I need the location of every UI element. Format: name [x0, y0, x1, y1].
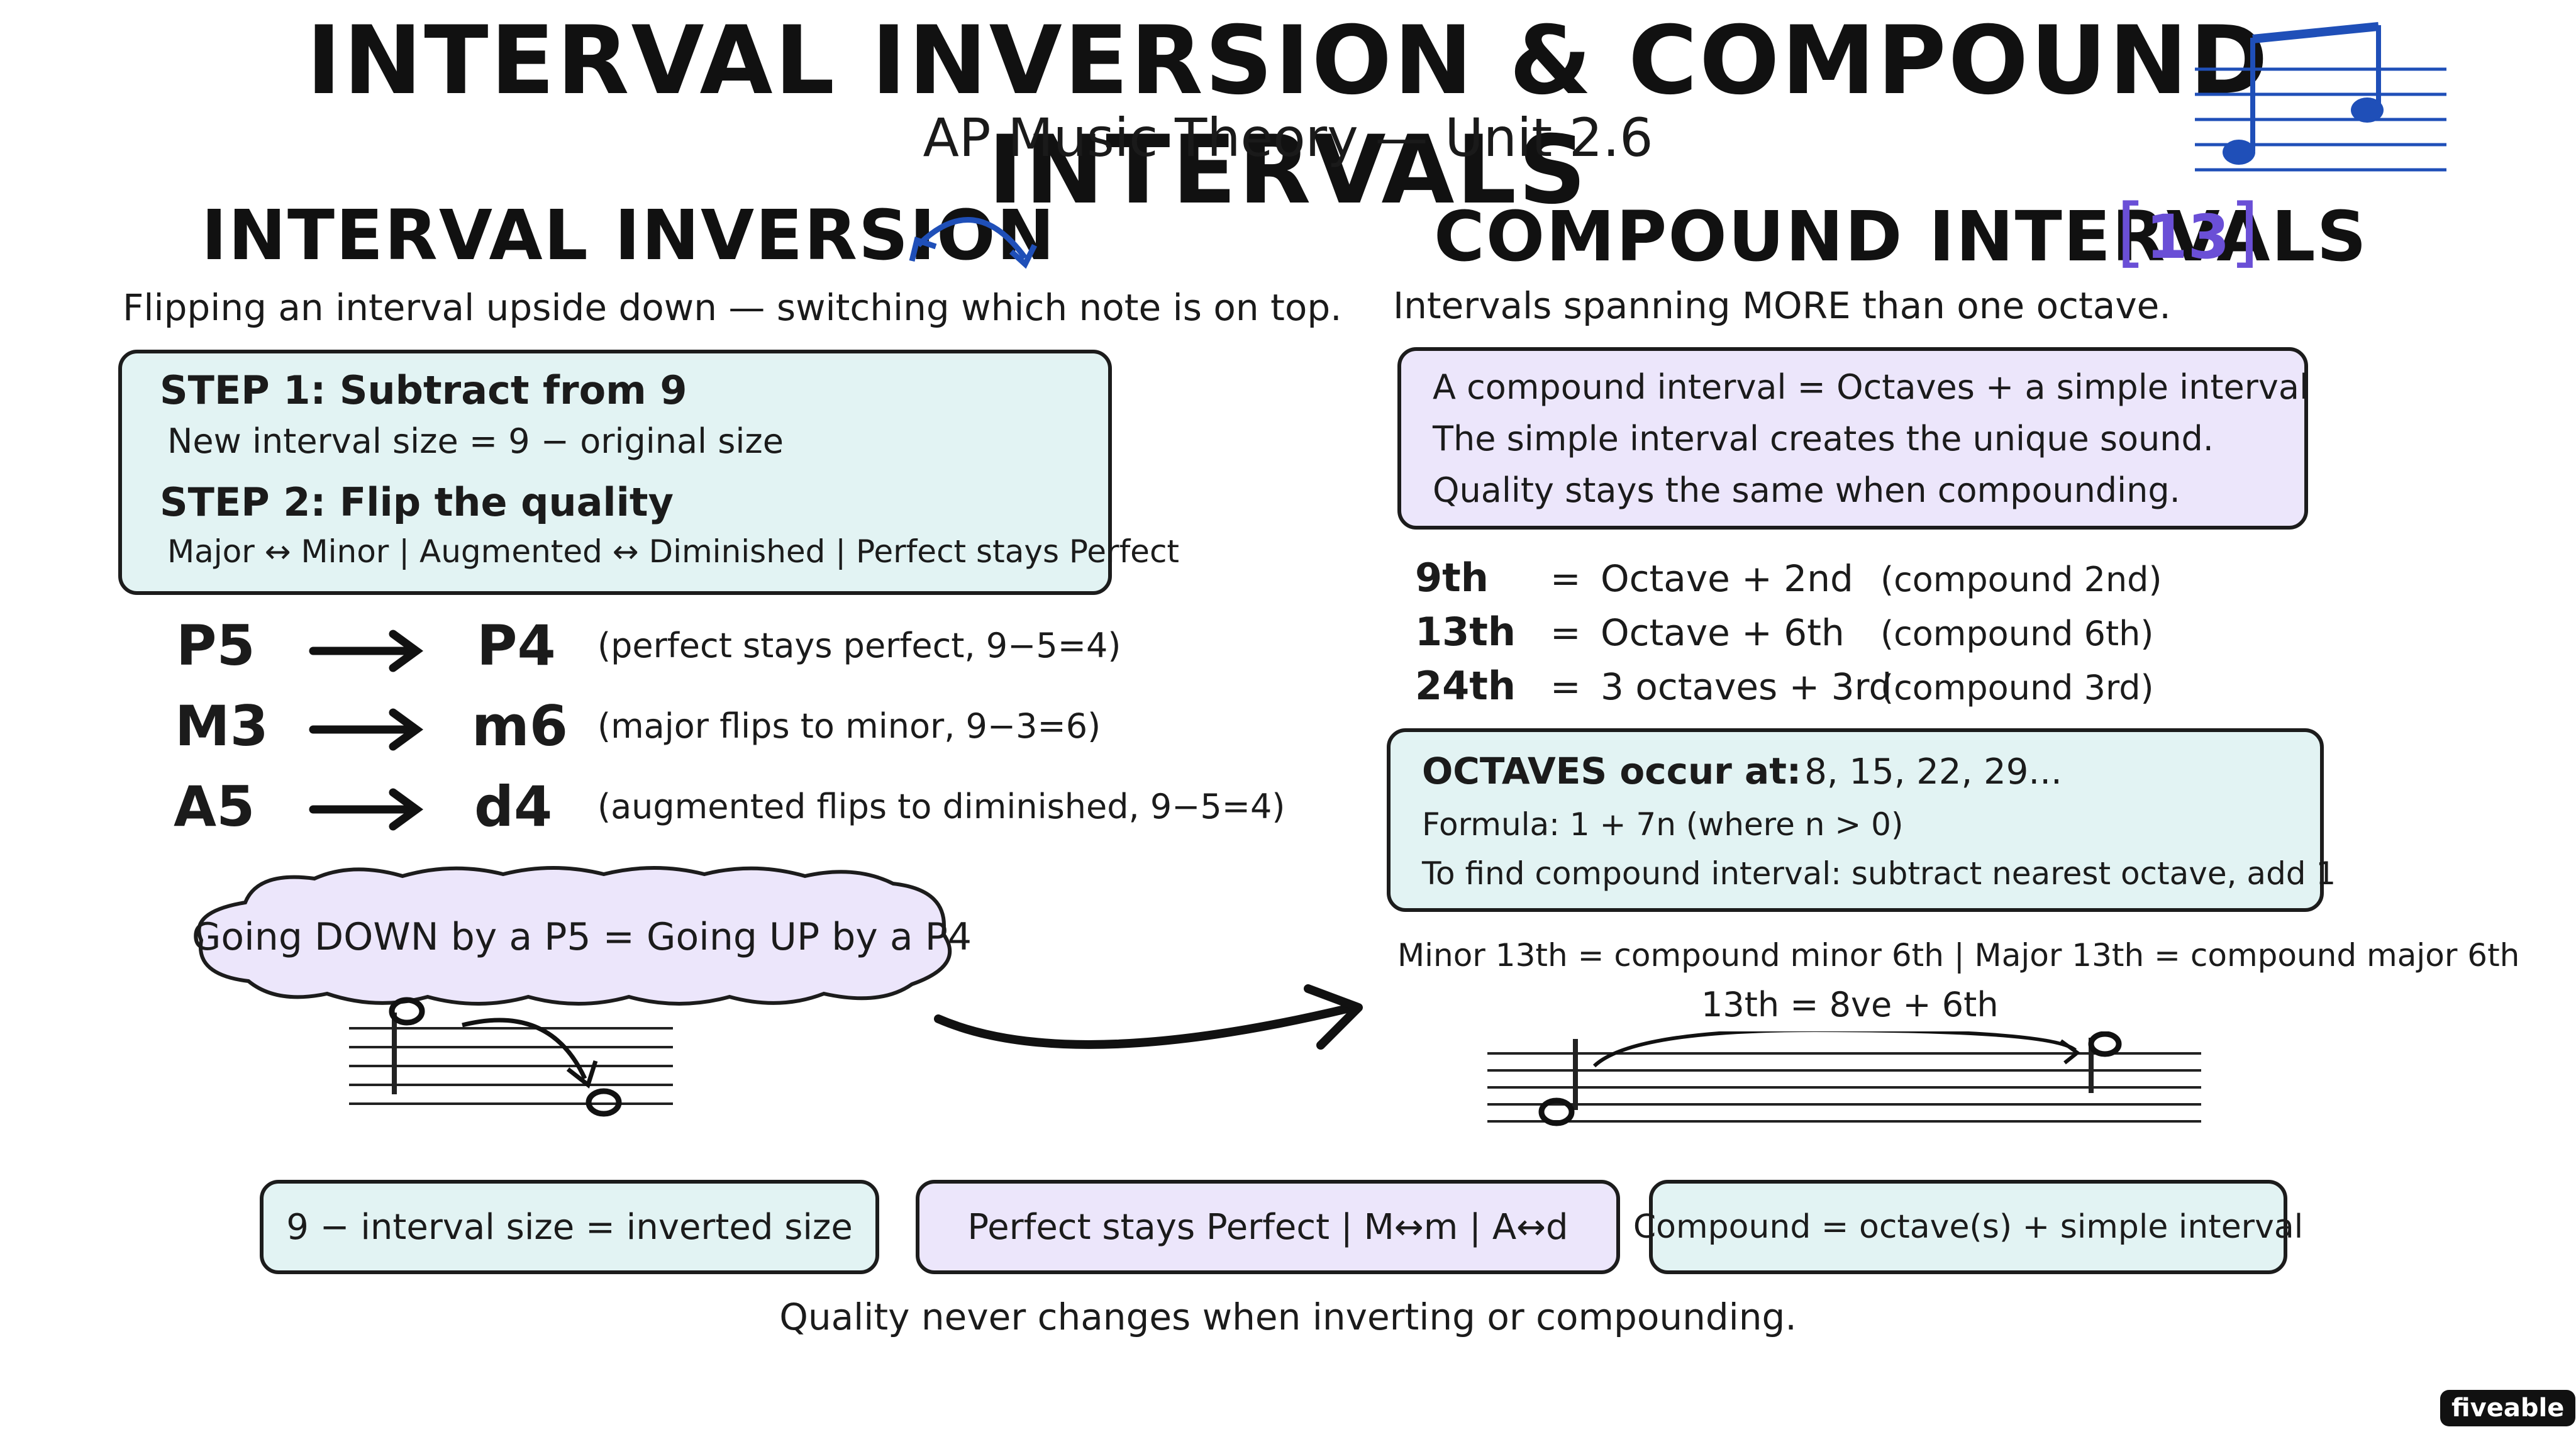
- summary-box-compound: Compound = octave(s) + simple interval: [1633, 1180, 2303, 1274]
- compound-badge: [13]: [2116, 189, 2260, 276]
- step2-text: Major ↔ Minor | Augmented ↔ Diminished |…: [167, 533, 1180, 570]
- badge-number: 13: [2145, 202, 2230, 272]
- example-note: (perfect stays perfect, 9−5=4): [597, 626, 1121, 665]
- cloud-callout: Going DOWN by a P5 = Going UP by a P4: [189, 865, 975, 1009]
- summary-text: Compound = octave(s) + simple interval: [1633, 1208, 2304, 1246]
- step2-title: STEP 2: Flip the quality: [160, 479, 674, 525]
- definition-line: The simple interval creates the unique s…: [1433, 419, 2214, 458]
- inversion-staff: [349, 997, 673, 1117]
- example-from: A5: [174, 774, 255, 839]
- compound-row-name: 9th: [1415, 555, 1489, 601]
- compound-heading: COMPOUND INTERVALS: [1434, 196, 2368, 277]
- summary-text: Perfect stays Perfect | M↔m | A↔d: [967, 1206, 1568, 1248]
- inversion-heading: INTERVAL INVERSION: [201, 195, 1056, 275]
- page-title: INTERVAL INVERSION & COMPOUND INTERVALS: [306, 6, 2270, 225]
- fiveable-logo[interactable]: fiveable: [2440, 1390, 2576, 1426]
- example-note: (major flips to minor, 9−3=6): [597, 706, 1101, 746]
- octaves-line: OCTAVES occur at: 8, 15, 22, 29...: [1422, 750, 2062, 792]
- minor-major-note: Minor 13th = compound minor 6th | Major …: [1397, 937, 2520, 974]
- compound-definition-box: A compound interval = Octaves + a simple…: [1397, 347, 2309, 530]
- compound-row-eq: =: [1550, 665, 1581, 708]
- octave-formula: Formula: 1 + 7n (where n > 0): [1422, 806, 1904, 843]
- definition-line: A compound interval = Octaves + a simple…: [1433, 367, 2309, 407]
- octaves-box: OCTAVES occur at: 8, 15, 22, 29... Formu…: [1387, 728, 2336, 912]
- page-subtitle: AP Music Theory — Unit 2.6: [923, 107, 1653, 169]
- step1-title: STEP 1: Subtract from 9: [160, 367, 687, 413]
- inversion-steps-box: STEP 1: Subtract from 9 New interval siz…: [118, 350, 1179, 595]
- summary-box-inversion: 9 − interval size = inverted size: [260, 1180, 879, 1274]
- definition-line: Quality stays the same when compounding.: [1433, 470, 2180, 510]
- music-notes-icon: [2195, 22, 2446, 172]
- compound-row-name: 13th: [1415, 609, 1516, 655]
- compound-description: Intervals spanning MORE than one octave.: [1393, 284, 2171, 327]
- example-to: d4: [474, 774, 553, 839]
- example-note: (augmented flips to diminished, 9−5=4): [597, 787, 1285, 826]
- step1-text: New interval size = 9 − original size: [167, 421, 784, 461]
- staff-label: 13th = 8ve + 6th: [1701, 985, 1999, 1024]
- connector-arrow: [934, 984, 1363, 1050]
- summary-box-quality: Perfect stays Perfect | M↔m | A↔d: [916, 1180, 1620, 1274]
- compound-row-value: 3 octaves + 3rd: [1601, 665, 1892, 708]
- compound-row-note: (compound 3rd): [1880, 668, 2154, 708]
- example-to: m6: [472, 694, 568, 758]
- cloud-shape: [197, 866, 952, 1006]
- compound-row-value: Octave + 2nd: [1601, 557, 1853, 600]
- octaves-label: OCTAVES occur at:: [1422, 750, 1802, 792]
- compound-row-eq: =: [1550, 611, 1581, 654]
- example-to: P4: [477, 613, 556, 678]
- footer-note: Quality never changes when inverting or …: [779, 1296, 1797, 1338]
- compound-row-value: Octave + 6th: [1601, 611, 1845, 654]
- example-from: M3: [175, 694, 269, 758]
- flip-arrows-icon: [909, 217, 1038, 269]
- compound-row-note: (compound 2nd): [1880, 560, 2162, 599]
- cloud-text: Going DOWN by a P5 = Going UP by a P4: [191, 915, 972, 959]
- octaves-values: 8, 15, 22, 29...: [1804, 752, 2062, 792]
- example-from: P5: [176, 613, 255, 678]
- summary-text: 9 − interval size = inverted size: [286, 1206, 853, 1248]
- compound-row-note: (compound 6th): [1880, 614, 2154, 653]
- inversion-description: Flipping an interval upside down — switc…: [123, 286, 1342, 329]
- compound-staff: [1487, 1031, 2201, 1126]
- find-compound-text: To find compound interval: subtract near…: [1422, 855, 2336, 892]
- example-arrows: [309, 630, 424, 831]
- compound-row-name: 24th: [1415, 663, 1516, 709]
- compound-row-eq: =: [1550, 557, 1581, 600]
